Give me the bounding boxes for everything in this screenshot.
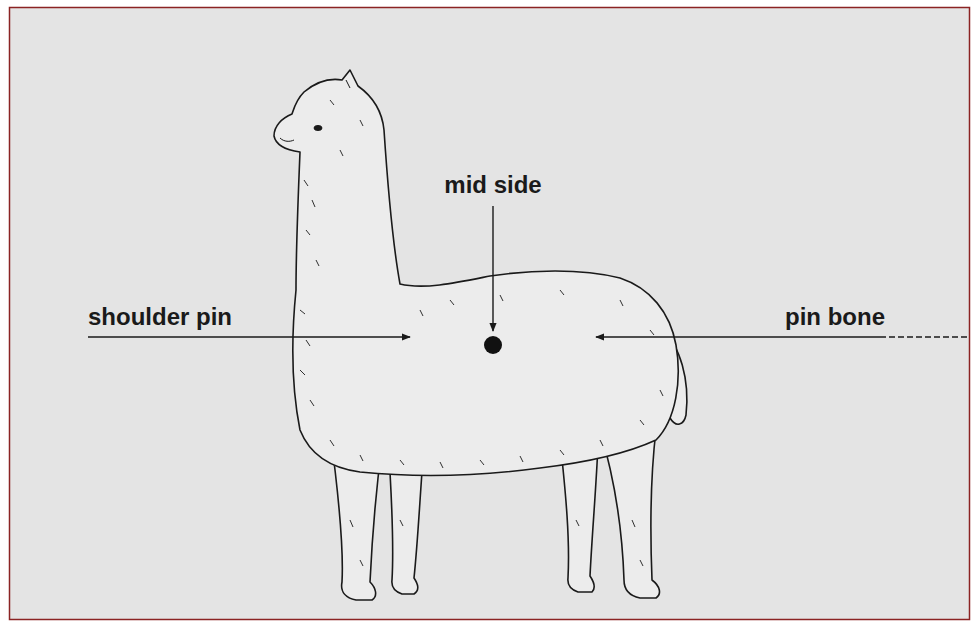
part-label: mid side [444,172,541,198]
frame [10,8,970,620]
eye [314,126,322,131]
mid-side-arrow [492,206,493,331]
ear-line [346,80,350,88]
alpaca [274,70,687,600]
leg-strokes [350,520,643,566]
alpaca-body [274,70,678,475]
part-label: pin bone [785,304,885,330]
pin-bone-arrow-tail [880,336,968,337]
pin-bone-arrow [596,336,880,337]
part-label: shoulder pin [88,304,232,330]
fleece-strokes [300,100,663,468]
shoulder-pin-arrow [88,336,410,337]
mouth [280,138,294,141]
leader-lines [88,206,968,337]
mid-side-dot [484,336,502,354]
alpaca-details [280,80,663,566]
